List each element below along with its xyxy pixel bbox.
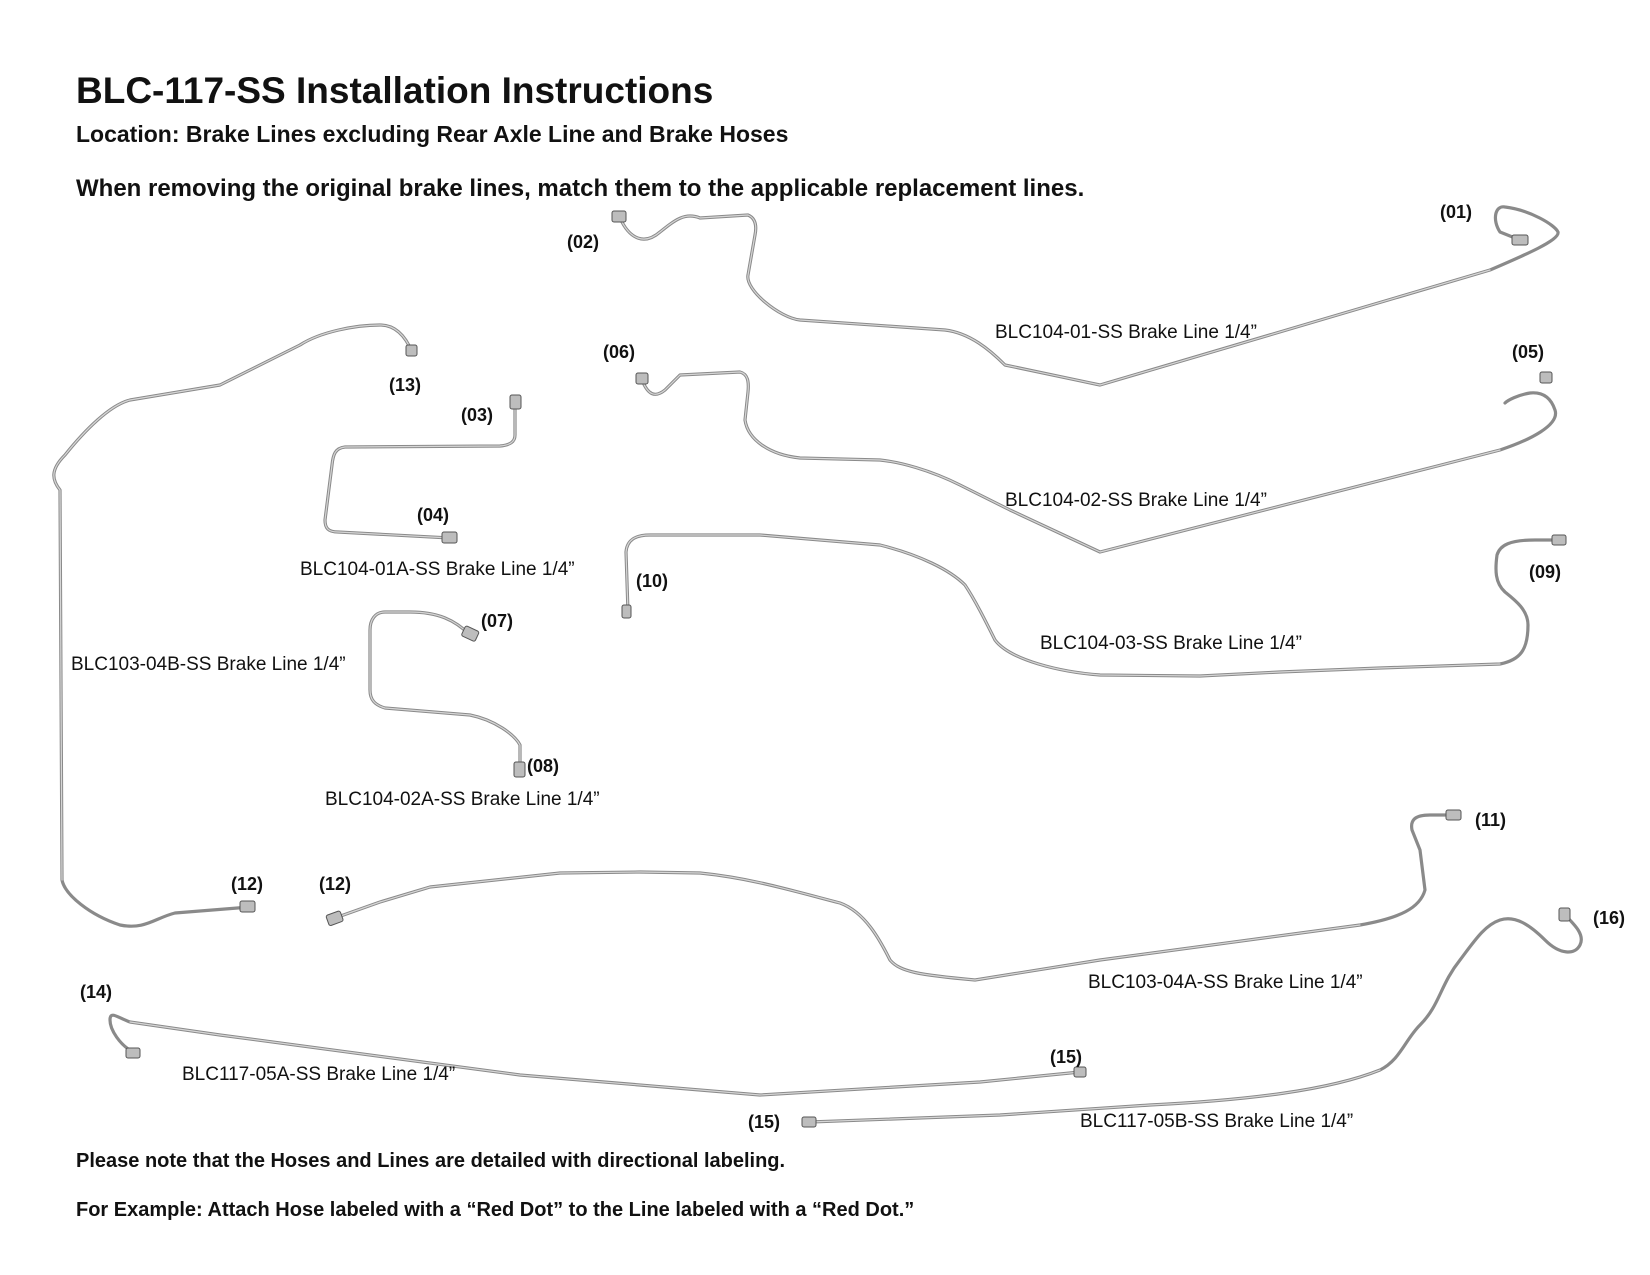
fitting-15a (1073, 1066, 1087, 1078)
fitting-12b (325, 910, 344, 926)
end-label-06: (06) (603, 342, 635, 362)
fitting-10 (621, 604, 632, 619)
fitting-12a (239, 900, 256, 913)
line-label-blc103-04a-ss: BLC103-04A-SS Brake Line 1/4” (1088, 972, 1363, 993)
end-label-01: (01) (1440, 202, 1472, 222)
end-label-12a: (12) (231, 874, 263, 894)
brake-line-blc104-03-ss: BLC104-03-SS Brake Line 1/4” (10) (09) (621, 533, 1567, 678)
fitting-08 (513, 761, 526, 778)
end-label-12b: (12) (319, 874, 351, 894)
removal-instruction: When removing the original brake lines, … (76, 175, 1085, 202)
line-label-blc103-04b-ss: BLC103-04B-SS Brake Line 1/4” (71, 654, 346, 675)
fitting-14 (125, 1047, 141, 1059)
line-label-blc104-01-ss: BLC104-01-SS Brake Line 1/4” (995, 322, 1257, 343)
end-label-15b: (15) (748, 1112, 780, 1132)
fitting-05 (1539, 371, 1553, 384)
brake-line-blc103-04b-ss: BLC103-04B-SS Brake Line 1/4” (13) (12) (52, 323, 421, 928)
directional-labeling-note: Please note that the Hoses and Lines are… (76, 1150, 786, 1172)
fitting-01 (1511, 234, 1529, 246)
end-label-02: (02) (567, 232, 599, 252)
end-label-15a: (15) (1050, 1047, 1082, 1067)
end-label-03: (03) (461, 405, 493, 425)
fitting-02 (611, 210, 627, 223)
end-label-11: (11) (1475, 810, 1506, 830)
brake-line-blc104-01-ss: BLC104-01-SS Brake Line 1/4” (02) (01) (567, 202, 1560, 387)
fitting-11 (1445, 809, 1462, 821)
end-label-13: (13) (389, 375, 421, 395)
end-label-08: (08) (527, 756, 559, 776)
line-label-blc117-05a-ss: BLC117-05A-SS Brake Line 1/4” (182, 1064, 455, 1085)
brake-line-blc104-01a-ss: BLC104-01A-SS Brake Line 1/4” (03) (04) (300, 394, 575, 580)
end-label-10: (10) (636, 571, 668, 591)
fitting-04 (441, 531, 458, 544)
fitting-07 (461, 625, 480, 642)
brake-line-blc103-04a-ss: BLC103-04A-SS Brake Line 1/4” (12) (11) (319, 809, 1506, 993)
brake-line-blc104-02a-ss: BLC104-02A-SS Brake Line 1/4” (07) (08) (325, 610, 600, 810)
fitting-09 (1551, 534, 1567, 546)
end-label-05: (05) (1512, 342, 1544, 362)
line-label-blc104-03-ss: BLC104-03-SS Brake Line 1/4” (1040, 633, 1302, 654)
end-label-04: (04) (417, 505, 449, 525)
end-label-09: (09) (1529, 562, 1561, 582)
line-label-blc104-02a-ss: BLC104-02A-SS Brake Line 1/4” (325, 789, 600, 810)
end-label-16: (16) (1593, 908, 1625, 928)
end-label-14: (14) (80, 982, 112, 1002)
fitting-16 (1558, 907, 1571, 922)
line-label-blc104-01a-ss: BLC104-01A-SS Brake Line 1/4” (300, 559, 575, 580)
line-label-blc117-05b-ss: BLC117-05B-SS Brake Line 1/4” (1080, 1111, 1353, 1132)
page-title: BLC-117-SS Installation Instructions (76, 70, 714, 111)
fitting-15b (801, 1116, 817, 1128)
brake-line-blc104-02-ss: BLC104-02-SS Brake Line 1/4” (06) (05) (603, 342, 1558, 554)
fitting-13 (405, 344, 418, 357)
fitting-06 (635, 372, 649, 385)
line-label-blc104-02-ss: BLC104-02-SS Brake Line 1/4” (1005, 490, 1267, 511)
fitting-03 (509, 394, 522, 410)
red-dot-example-note: For Example: Attach Hose labeled with a … (76, 1199, 915, 1221)
brake-line-blc117-05b-ss: BLC117-05B-SS Brake Line 1/4” (15) (16) (748, 907, 1625, 1132)
end-label-07: (07) (481, 611, 513, 631)
location-subtitle: Location: Brake Lines excluding Rear Axl… (76, 121, 789, 147)
brake-line-blc117-05a-ss: BLC117-05A-SS Brake Line 1/4” (14) (15) (80, 982, 1087, 1097)
